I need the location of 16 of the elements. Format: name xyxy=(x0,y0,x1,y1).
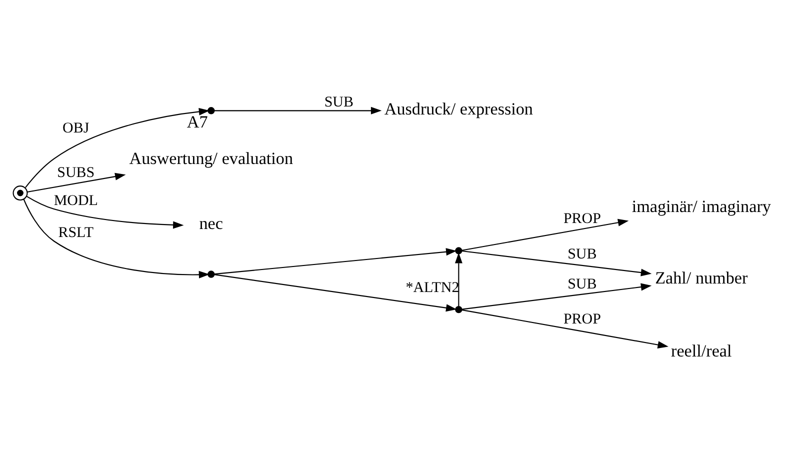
edge-label: SUB xyxy=(567,276,596,292)
edge-label: MODL xyxy=(53,192,98,208)
edge-label: SUB xyxy=(324,94,353,110)
node-text: reell/real xyxy=(670,340,732,360)
node-text: nec xyxy=(198,214,223,233)
node-text: Ausdruck/ expression xyxy=(384,99,532,118)
node-text: Auswertung/ evaluation xyxy=(128,148,293,168)
edge-label: PROP xyxy=(562,311,600,328)
edge-label: SUBS xyxy=(56,164,94,181)
edge-label: PROP xyxy=(562,210,600,227)
edge-label: OBJ xyxy=(62,120,89,136)
node-label: A7 xyxy=(186,112,208,131)
node-text: Zahl/ number xyxy=(654,268,748,288)
node-text: imaginär/ imaginary xyxy=(631,196,770,216)
edge-label: RSLT xyxy=(58,224,93,241)
edge-label: SUB xyxy=(567,246,596,262)
